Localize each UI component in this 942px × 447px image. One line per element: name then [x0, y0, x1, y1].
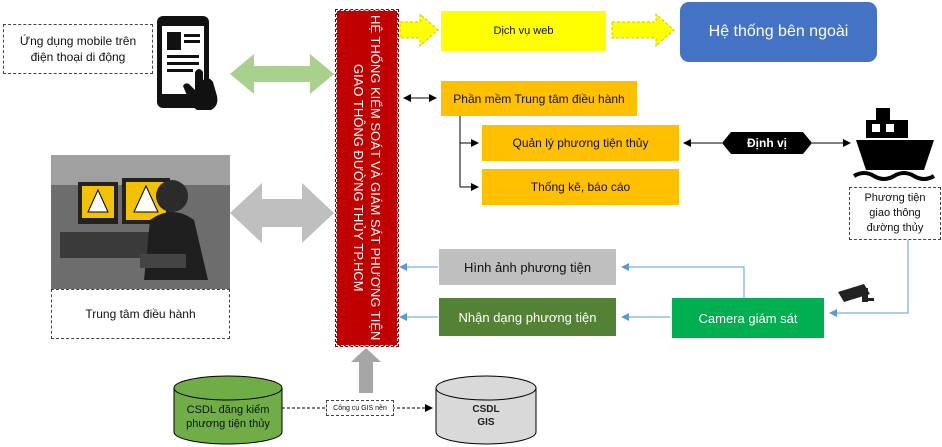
- vehicle-recognition-box: Nhận dạng phương tiện: [439, 298, 616, 336]
- web-arrow: [399, 12, 439, 48]
- gis-tool-label: Công cụ GIS nền: [326, 400, 394, 416]
- mobile-link-arrow: [230, 54, 334, 94]
- vehicle-images-box: Hình ảnh phương tiện: [439, 249, 616, 285]
- statistics-report-box: Thống kê, báo cáo: [482, 169, 679, 205]
- db-up-arrow: [351, 348, 381, 393]
- external-arrow: [611, 12, 675, 48]
- external-system-box: Hệ thống bên ngoài: [680, 2, 877, 62]
- center-link-arrow: [230, 183, 334, 243]
- control-center-label: Trung tâm điều hành: [51, 289, 230, 339]
- positioning-badge: Định vị: [722, 132, 812, 154]
- vessel-management-box: Quản lý phương tiện thủy: [482, 125, 679, 161]
- db-gis-label: CSDL GIS: [472, 404, 500, 428]
- main-system-title: HỆ THỐNG KIỂM SOÁT VÀ GIÁM SÁT PHƯƠNG TI…: [351, 15, 383, 341]
- vessel-label: Phương tiện giao thông đường thủy: [849, 187, 941, 240]
- mobile-app-label: Ứng dụng mobile trên điện thoại di động: [3, 24, 153, 74]
- db-registration-label: CSDL đăng kiểm phương tiện thủy: [186, 404, 270, 430]
- control-software-box: Phần mềm Trung tâm điều hành: [441, 81, 637, 116]
- main-system-box: HỆ THỐNG KIỂM SOÁT VÀ GIÁM SÁT PHƯƠNG TI…: [335, 9, 399, 347]
- web-service-box: Dịch vụ web: [441, 11, 606, 51]
- camera-monitoring-box: Camera giám sát: [672, 298, 824, 338]
